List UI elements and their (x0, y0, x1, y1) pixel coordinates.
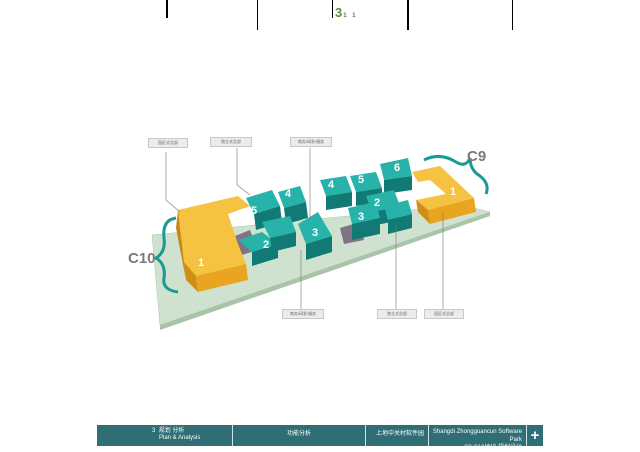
callout-bottom-right: 园区式总部 (424, 309, 464, 319)
c9-b3-top (348, 202, 380, 224)
plot-title: C9 C10地块 规划设计 (463, 445, 522, 451)
section-number: 3 (152, 428, 156, 434)
c10-b2-number: 2 (263, 239, 269, 251)
c10-mid-top (262, 216, 296, 238)
c9-main-building-top (412, 166, 474, 210)
c9-b5-number: 5 (358, 174, 364, 186)
leader-line (236, 148, 251, 196)
callout-top-mid: 独立式总部 (210, 137, 252, 147)
callout-bottom-mid: 独立式总部 (377, 309, 417, 319)
c10-mid-front (270, 232, 296, 252)
c10-brace (153, 216, 179, 294)
c10-main-building-top (178, 196, 250, 276)
c10-main-building-front (196, 264, 248, 292)
c10-b2-top (238, 232, 278, 252)
c10-b4-top (278, 186, 306, 208)
c9-main-building-side (416, 200, 430, 224)
section-title-en: Plan & Analysis (159, 435, 201, 441)
c9-b4-front (326, 192, 352, 210)
callout-top-left: 园区式总部 (148, 138, 188, 148)
c10-b3-front (306, 236, 332, 260)
c10-b4-number: 4 (285, 188, 292, 200)
c9-b3b-top (384, 200, 412, 220)
c10-main-building-left (176, 210, 186, 280)
header-divider (166, 0, 168, 18)
c9-b4-number: 4 (328, 179, 335, 191)
callout-bottom-left: 商务/研发/服务 (282, 309, 324, 319)
c9-b2-number: 2 (374, 197, 380, 209)
plus-icon[interactable]: + (530, 427, 540, 444)
c9-b6-front (384, 176, 412, 194)
c10-b5-top (246, 190, 280, 214)
section-title-cn: 规划 分析 (158, 428, 185, 434)
c10-main-building-side (184, 262, 198, 292)
plot-label-c10: C10 (128, 250, 156, 267)
c10-b3-top (298, 212, 332, 244)
c9-b5-top (350, 172, 382, 192)
c9-b4-top (320, 176, 352, 196)
c9-main-building-front (428, 198, 476, 224)
project-name-en: Shangdi Zhongguancun Software Park (432, 429, 522, 443)
footer-middle: 功能分析 (233, 425, 366, 446)
c10-b2-front (252, 244, 278, 266)
c9-main-number: 1 (450, 186, 456, 198)
footer-section: 3 规划 分析 Plan & Analysis (97, 425, 233, 446)
c9-b6-number: 6 (394, 162, 400, 174)
c9-b3b-front (388, 214, 412, 234)
c9-b3-number: 3 (358, 211, 364, 223)
header-divider (407, 0, 409, 30)
c10-main-number: 1 (198, 257, 204, 269)
c10-b5-number: 5 (251, 205, 257, 217)
site-base-edge (160, 212, 490, 330)
leader-line (165, 152, 181, 213)
c9-brace (423, 155, 489, 195)
c9-b3-front (352, 218, 380, 240)
footer-project-info: Shangdi Zhongguancun Software Park C9 C1… (429, 425, 527, 451)
footer-project-cn: 上地中关村软件园 (366, 425, 429, 446)
callout-top-right: 商务/研发/服务 (290, 137, 332, 147)
header-divider (257, 0, 258, 30)
header-divider (512, 0, 513, 30)
page-number: 31 1 (335, 5, 358, 20)
header-divider (332, 0, 333, 18)
c9-b6-top (380, 158, 412, 180)
c10-b3-number: 3 (312, 227, 318, 239)
footer-bar: 3 规划 分析 Plan & Analysis 功能分析 上地中关村软件园 Sh… (97, 425, 543, 451)
plot-label-c9: C9 (467, 148, 487, 165)
